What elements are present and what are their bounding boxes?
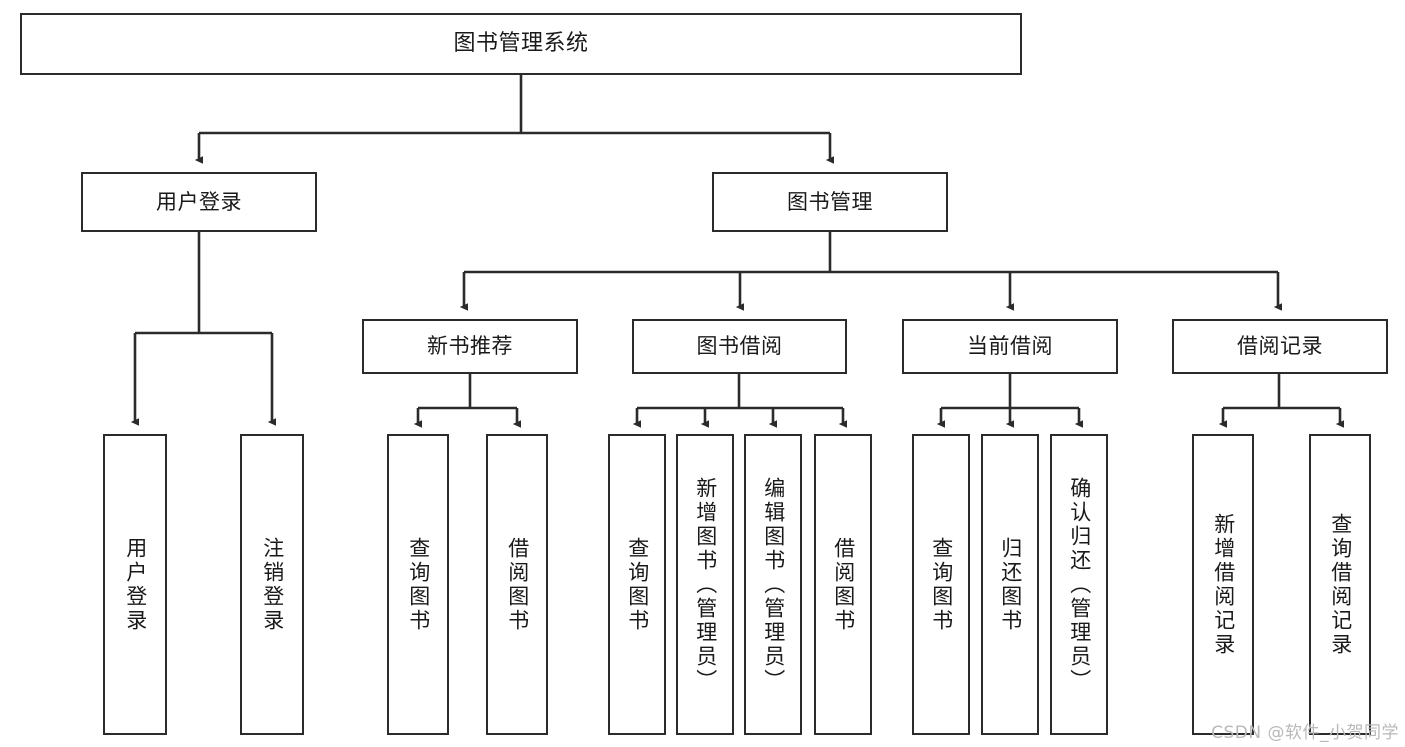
node-current-borrow[interactable]: 当前借阅 (902, 319, 1118, 374)
csdn-watermark: CSDN @软件_小贺同学 (1211, 723, 1399, 743)
node-label: 图书借阅 (696, 334, 783, 359)
leaf-user-login[interactable]: 用户登录 (103, 434, 167, 735)
node-label: 注销登录 (260, 536, 285, 633)
leaf-borrow-book-recommend[interactable]: 借阅图书 (486, 434, 548, 735)
node-new-book-recommend[interactable]: 新书推荐 (362, 319, 578, 374)
leaf-query-book-current[interactable]: 查询图书 (912, 434, 970, 735)
node-label: 借阅记录 (1237, 334, 1323, 359)
node-label: 查询图书 (406, 536, 431, 633)
leaf-edit-book-admin[interactable]: 编辑图书（管理员） (744, 434, 802, 735)
node-label: 借阅图书 (831, 536, 856, 633)
node-user-login[interactable]: 用户登录 (81, 172, 317, 232)
leaf-user-logout[interactable]: 注销登录 (240, 434, 304, 735)
node-borrow-record[interactable]: 借阅记录 (1172, 319, 1388, 374)
node-label: 编辑图书（管理员） (761, 476, 786, 693)
node-book-management[interactable]: 图书管理 (712, 172, 948, 232)
leaf-return-book[interactable]: 归还图书 (981, 434, 1039, 735)
node-label: 新书推荐 (427, 334, 513, 359)
node-label: 查询借阅记录 (1328, 512, 1353, 657)
node-label: 查询图书 (929, 536, 954, 633)
node-label: 用户登录 (156, 189, 242, 214)
node-book-borrow[interactable]: 图书借阅 (632, 319, 847, 374)
leaf-query-borrow-record[interactable]: 查询借阅记录 (1309, 434, 1371, 735)
leaf-add-book-admin[interactable]: 新增图书（管理员） (676, 434, 734, 735)
leaf-add-borrow-record[interactable]: 新增借阅记录 (1192, 434, 1254, 735)
node-label: 新增图书（管理员） (693, 476, 718, 693)
leaf-borrow-book[interactable]: 借阅图书 (814, 434, 872, 735)
node-label: 图书管理系统 (453, 31, 589, 57)
node-label: 借阅图书 (505, 536, 530, 633)
node-label: 新增借阅记录 (1211, 512, 1236, 657)
leaf-query-book-borrow[interactable]: 查询图书 (608, 434, 666, 735)
node-label: 当前借阅 (967, 334, 1053, 359)
node-label: 图书管理 (787, 189, 873, 214)
node-label: 确认归还（管理员） (1067, 476, 1092, 693)
node-root-book-management-system[interactable]: 图书管理系统 (20, 13, 1022, 75)
leaf-query-book-recommend[interactable]: 查询图书 (387, 434, 449, 735)
node-label: 查询图书 (625, 536, 650, 633)
node-label: 用户登录 (123, 536, 148, 633)
node-label: 归还图书 (998, 536, 1023, 633)
leaf-confirm-return-admin[interactable]: 确认归还（管理员） (1050, 434, 1108, 735)
